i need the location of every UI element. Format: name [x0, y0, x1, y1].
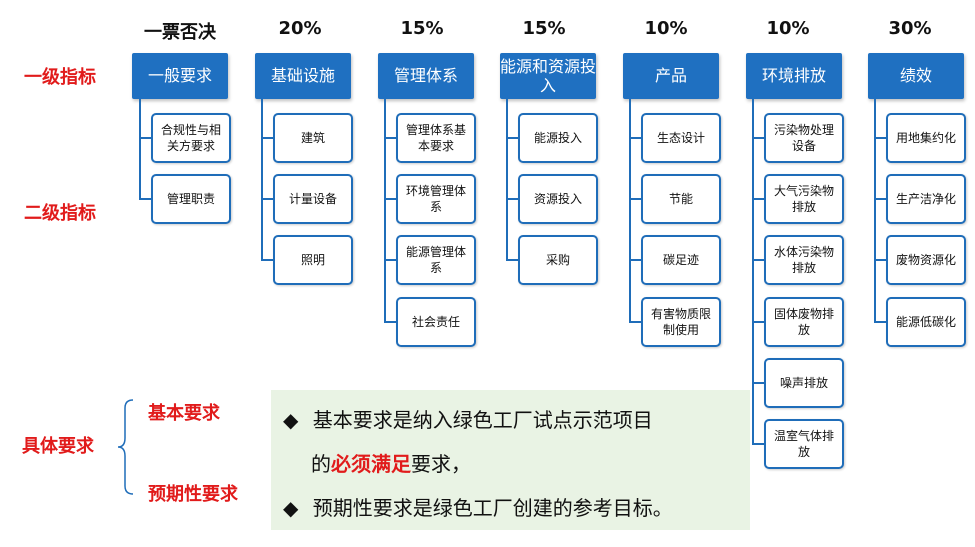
note-line-1-text: 基本要求是纳入绿色工厂试点示范项目	[312, 408, 653, 432]
requirements-label: 具体要求	[22, 436, 94, 457]
level2-box-ghg: 温室气体排放	[764, 419, 844, 469]
level2-box-hazardous-restrict: 有害物质限制使用	[641, 297, 721, 347]
level1-box-infrastructure: 基础设施	[255, 53, 351, 99]
weight-energy: 15%	[522, 18, 566, 39]
level2-box-social-resp: 社会责任	[396, 297, 476, 347]
weight-general: 一票否决	[144, 22, 216, 43]
level1-box-performance: 绩效	[868, 53, 964, 99]
level1-box-management: 管理体系	[378, 53, 474, 99]
level2-box-lighting: 照明	[273, 235, 353, 285]
level2-box-low-carbon: 能源低碳化	[886, 297, 966, 347]
basic-requirement-label: 基本要求	[148, 403, 220, 424]
bullet-icon: ◆	[283, 408, 299, 432]
level2-box-solid-waste: 固体废物排放	[764, 297, 844, 347]
expected-requirement-label: 预期性要求	[148, 484, 238, 505]
level2-box-water-emission: 水体污染物排放	[764, 235, 844, 285]
level1-label: 一级指标	[24, 67, 96, 88]
level2-box-air-emission: 大气污染物排放	[764, 174, 844, 224]
level2-box-metering: 计量设备	[273, 174, 353, 224]
weight-product: 10%	[644, 18, 688, 39]
level2-box-mgmt-basic: 管理体系基本要求	[396, 113, 476, 163]
weight-performance: 30%	[888, 18, 932, 39]
level2-label: 二级指标	[24, 203, 96, 224]
brace-icon	[117, 399, 134, 495]
note-line-3: ◆ 预期性要求是绿色工厂创建的参考目标。	[283, 492, 673, 521]
note-line-2-post: 要求，	[411, 452, 471, 476]
note-line-2: 的必须满足要求，	[311, 448, 471, 477]
level1-box-energy-resource: 能源和资源投入	[500, 53, 596, 99]
level2-box-waste-resource: 废物资源化	[886, 235, 966, 285]
note-line-3-text: 预期性要求是绿色工厂创建的参考目标。	[312, 496, 673, 520]
requirements-note: ◆ 基本要求是纳入绿色工厂试点示范项目 的必须满足要求， ◆ 预期性要求是绿色工…	[271, 390, 750, 530]
level2-box-energy-saving: 节能	[641, 174, 721, 224]
level1-box-emission: 环境排放	[746, 53, 842, 99]
level2-box-resource-input: 资源投入	[518, 174, 598, 224]
level2-box-energy-input: 能源投入	[518, 113, 598, 163]
level2-box-carbon-footprint: 碳足迹	[641, 235, 721, 285]
level2-box-pollutant-equip: 污染物处理设备	[764, 113, 844, 163]
note-line-2-pre: 的	[311, 452, 331, 476]
level2-box-noise: 噪声排放	[764, 358, 844, 408]
note-line-1: ◆ 基本要求是纳入绿色工厂试点示范项目	[283, 404, 653, 433]
level2-box-env-mgmt: 环境管理体系	[396, 174, 476, 224]
weight-infrastructure: 20%	[278, 18, 322, 39]
level2-box-eco-design: 生态设计	[641, 113, 721, 163]
level2-box-energy-mgmt: 能源管理体系	[396, 235, 476, 285]
level2-box-procurement: 采购	[518, 235, 598, 285]
level1-box-product: 产品	[623, 53, 719, 99]
weight-management: 15%	[400, 18, 444, 39]
note-line-2-emphasis: 必须满足	[331, 452, 411, 476]
weight-emission: 10%	[766, 18, 810, 39]
level2-box-clean-production: 生产洁净化	[886, 174, 966, 224]
level2-box-land-intensive: 用地集约化	[886, 113, 966, 163]
bullet-icon: ◆	[283, 496, 299, 520]
level2-box-building: 建筑	[273, 113, 353, 163]
level1-box-general: 一般要求	[132, 53, 228, 99]
level2-box-compliance: 合规性与相关方要求	[151, 113, 231, 163]
level2-box-management-duty: 管理职责	[151, 174, 231, 224]
